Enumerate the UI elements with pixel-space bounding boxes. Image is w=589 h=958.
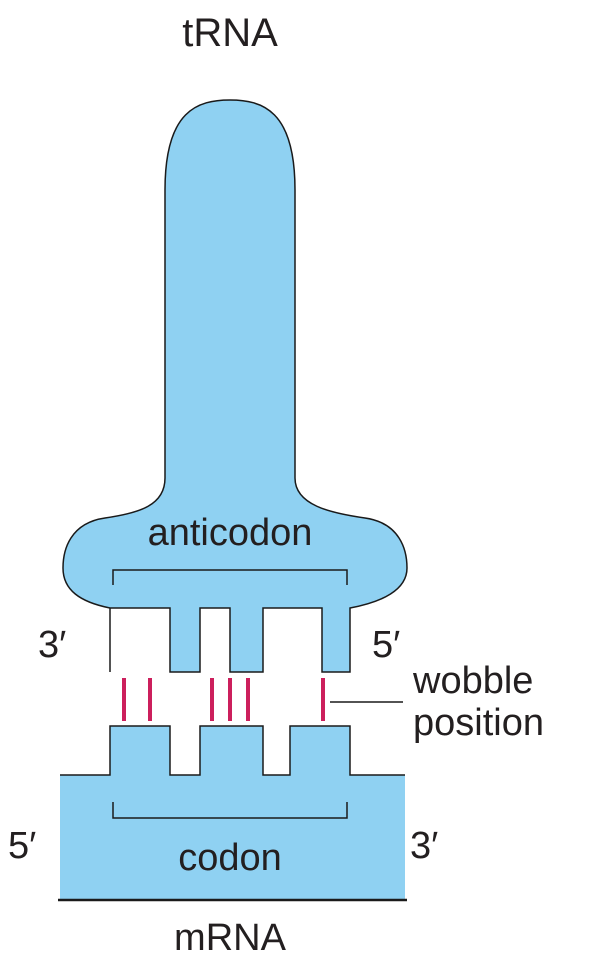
base-pairs	[124, 678, 323, 721]
wobble-label-line1: wobble	[412, 660, 533, 702]
codon-label: codon	[178, 837, 282, 879]
mrna-5prime-label: 5′	[8, 825, 36, 867]
trna-5prime-label: 5′	[372, 624, 400, 666]
anticodon-label: anticodon	[148, 512, 313, 554]
title-trna: tRNA	[182, 11, 278, 55]
wobble-label-line2: position	[413, 702, 544, 744]
title-mrna: mRNA	[174, 917, 287, 958]
trna-body	[63, 100, 407, 672]
trna-3prime-label: 3′	[38, 624, 66, 666]
mrna-3prime-label: 3′	[410, 825, 438, 867]
